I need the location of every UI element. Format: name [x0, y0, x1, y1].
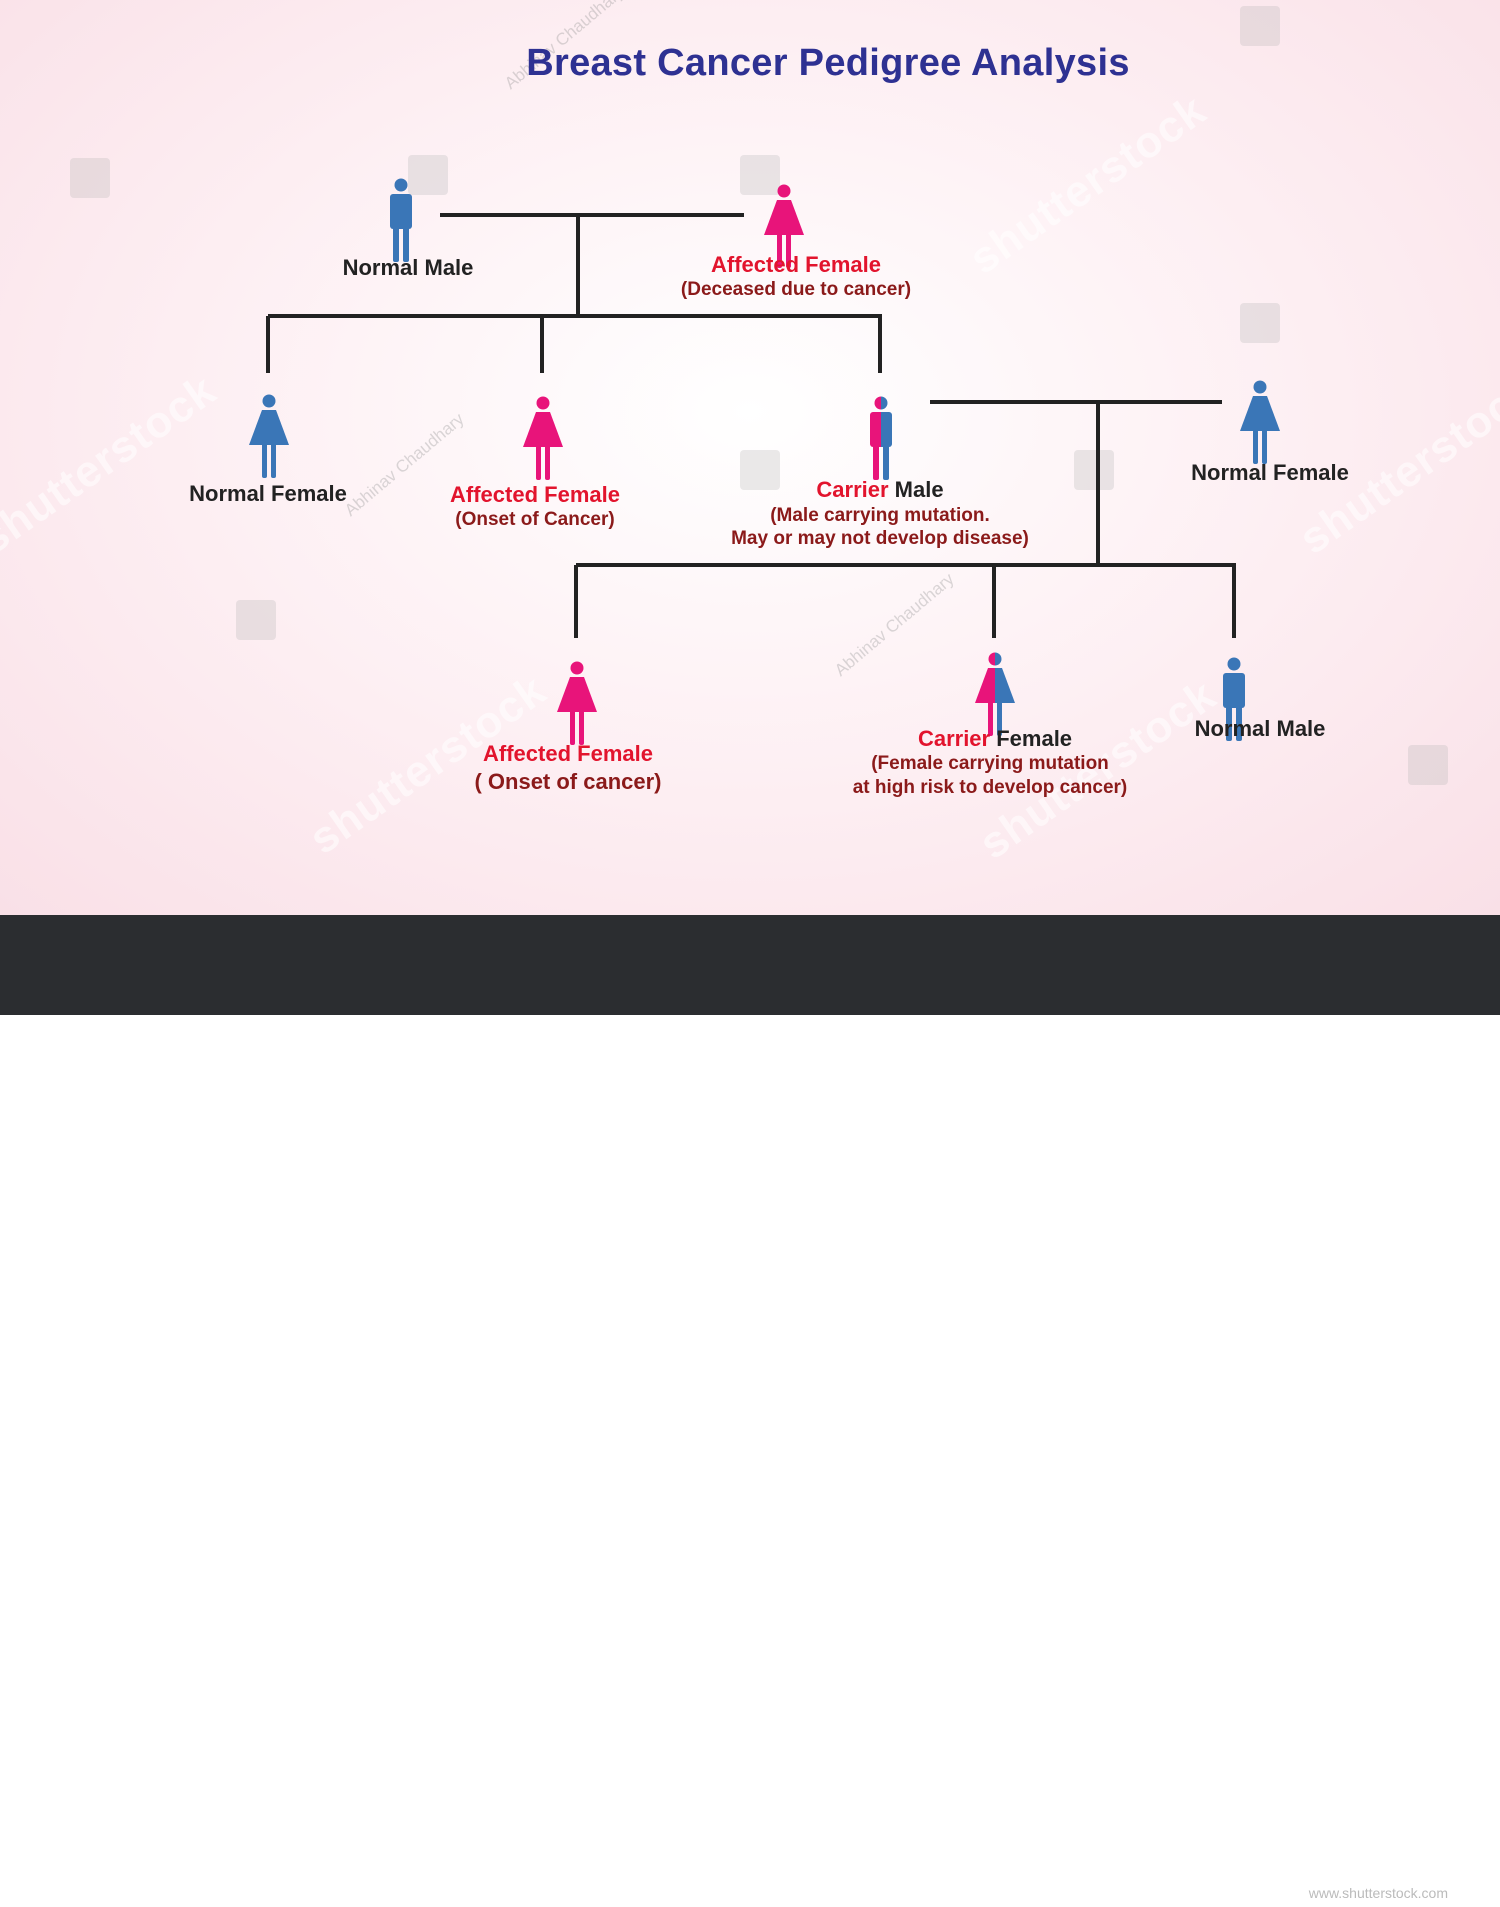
label-grandchild-carrier-accent: Carrier	[917, 726, 991, 751]
note-grandchild-affected: ( Onset of cancer)	[474, 769, 662, 794]
note-grandchild-carrier-2: at high risk to develop cancer)	[852, 777, 1128, 798]
note-son-carrier-2: May or may not develop disease)	[731, 528, 1029, 549]
watermark-logo-icon	[1240, 303, 1280, 343]
pedigree-canvas: shutterstock shutterstock shutterstock s…	[0, 0, 1500, 915]
page-title: Breast Cancer Pedigree Analysis	[526, 42, 1130, 84]
watermark-logo-icon	[1074, 450, 1114, 490]
label-grandchild-carrier: Carrier Female	[870, 726, 1120, 752]
watermark-logo-icon	[1408, 745, 1448, 785]
label-daughter-affected: Affected Female	[450, 482, 620, 507]
label-grandmother: Affected Female	[711, 252, 881, 277]
image-id-label: IMAGE ID:	[1277, 1859, 1356, 1876]
label-spouse: Normal Female	[1191, 460, 1349, 485]
label-grandchild-affected: Affected Female	[483, 741, 653, 766]
label-son-carrier-rest: Male	[888, 477, 944, 502]
watermark-logo-icon	[236, 600, 276, 640]
affected-figure	[523, 396, 563, 480]
pedigree-lines	[266, 213, 1236, 638]
footer-image-id: IMAGE ID: 1188676543	[1278, 1859, 1448, 1877]
female-affected-icon	[557, 661, 597, 745]
watermark-logo-icon	[70, 158, 110, 198]
label-daughter-normal: Normal Female	[189, 481, 347, 506]
normal-figure	[1240, 380, 1280, 464]
note-son-carrier-1: (Male carrying mutation.	[770, 505, 990, 526]
footer-bar: shutterstock IMAGE ID: 1188676543 www.sh…	[0, 915, 1500, 1906]
watermark-logo-icon	[740, 155, 780, 195]
female-affected-icon	[523, 396, 563, 480]
normal-figure	[249, 394, 289, 478]
pedigree-diagram	[249, 178, 1280, 745]
label-grandchild-male: Normal Male	[1194, 716, 1326, 741]
female-normal-icon	[1240, 380, 1280, 464]
label-son-carrier: Carrier Male	[760, 477, 1000, 503]
label-grandchild-carrier-rest: Female	[990, 726, 1073, 751]
watermark-logo-icon	[408, 155, 448, 195]
footer-site-url: www.shutterstock.com	[1308, 1885, 1448, 1901]
label-grandfather: Normal Male	[342, 255, 474, 280]
female-carrier-icon	[975, 652, 1015, 736]
female-normal-icon	[249, 394, 289, 478]
watermark-logo-icon	[740, 450, 780, 490]
label-son-carrier-accent: Carrier	[816, 477, 889, 502]
note-grandchild-carrier-1: (Female carrying mutation	[871, 753, 1109, 774]
note-grandmother: (Deceased due to cancer)	[680, 279, 912, 300]
male-normal-icon	[390, 178, 412, 262]
watermark-logo-icon	[1240, 6, 1280, 46]
normal-figure	[390, 178, 412, 262]
affected-figure	[557, 661, 597, 745]
footer-brand-logo: shutterstock	[52, 1848, 359, 1906]
image-id-value: 1188676543	[1360, 1859, 1448, 1876]
note-daughter-affected: (Onset of Cancer)	[455, 509, 615, 530]
male-carrier-icon	[870, 396, 892, 480]
